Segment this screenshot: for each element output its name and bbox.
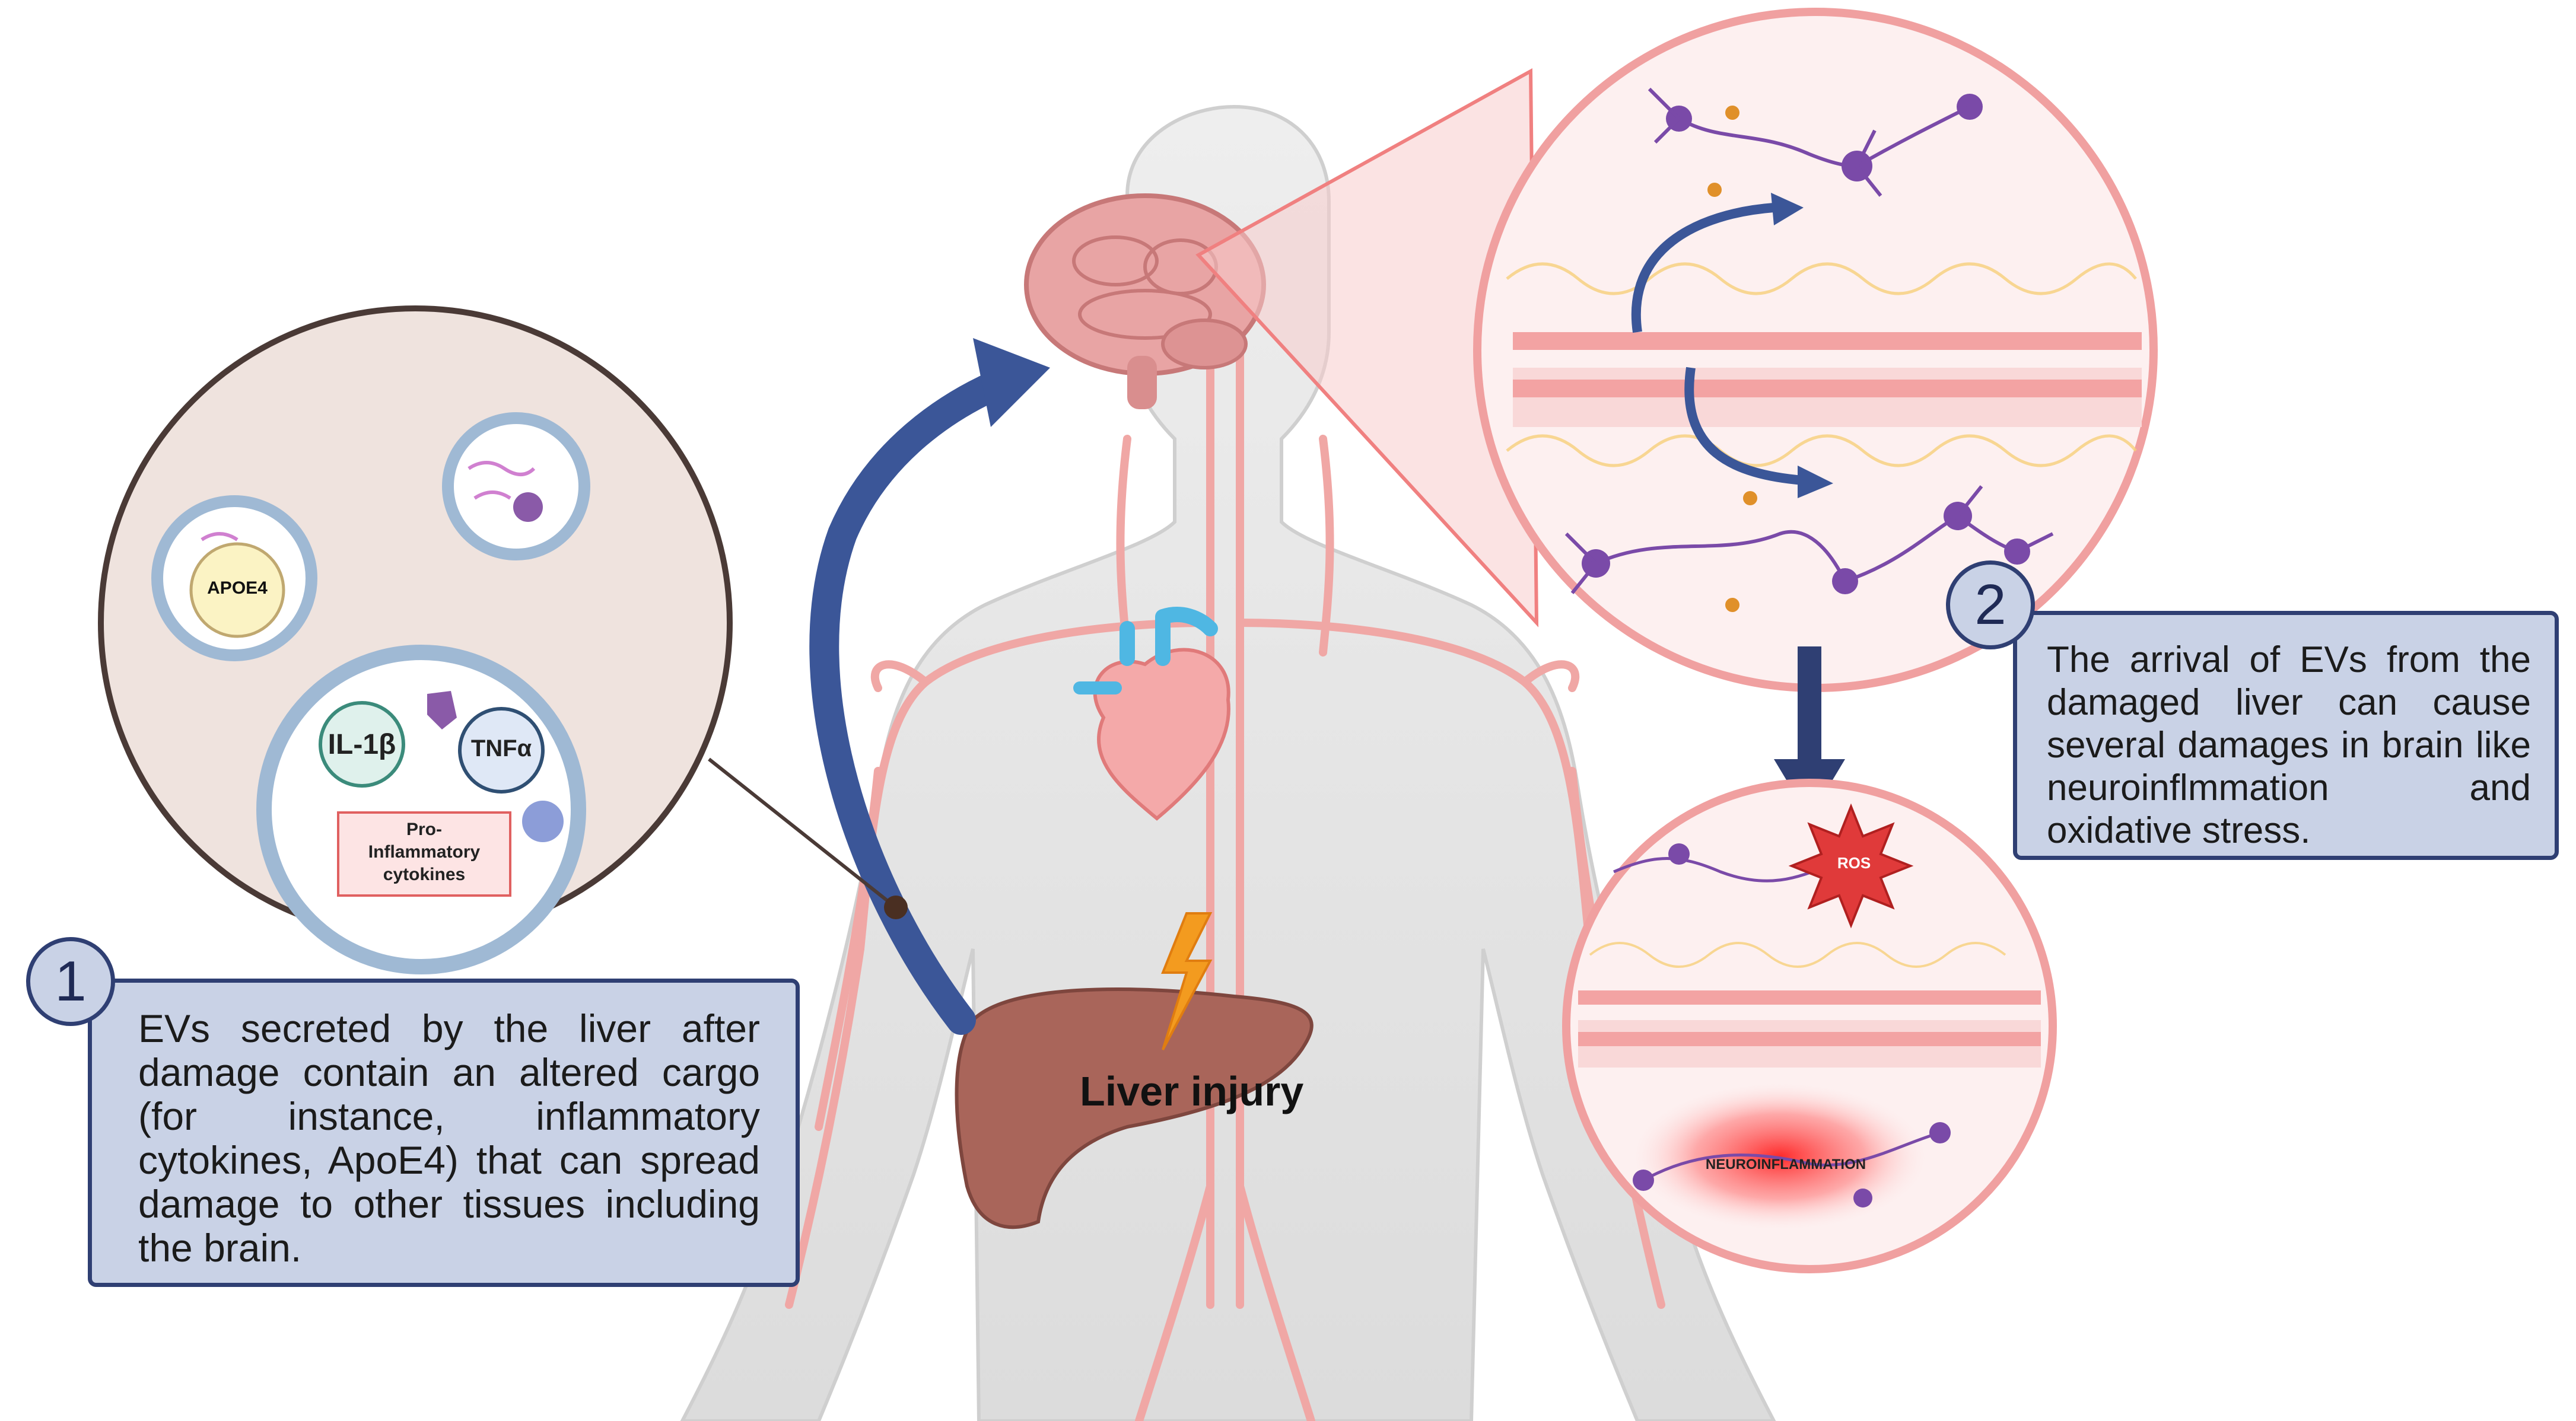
neuroinflammation-label: NEUROINFLAMMATION [1705,1156,1866,1173]
vesicle-zoom-circle [98,305,908,974]
liver-injury-label: Liver injury [1080,1068,1304,1114]
step1-text: EVs secreted by the liver after damage c… [138,1006,760,1270]
step2-number-badge: 2 [1946,560,2035,649]
damage-zoom-circle [1562,779,2057,1273]
step2-description-box: The arrival of EVs from the damaged live… [2013,611,2559,860]
brain [1024,193,1266,409]
cytokines-label: Pro- Inflammatory cytokines [368,820,481,884]
lightning-icon [1161,912,1213,1050]
heart [1073,607,1230,821]
tnfa-label: TNFα [470,735,532,762]
brain-zoom-circle [1473,8,2158,692]
step2-text: The arrival of EVs from the damaged live… [2047,639,2531,851]
il1b-label: IL-1β [327,729,396,760]
step1-description-box: EVs secreted by the liver after damage c… [88,979,800,1287]
ros-label: ROS [1837,854,1871,872]
apoe4-label: APOE4 [207,578,268,598]
step1-number-badge: 1 [26,937,115,1026]
